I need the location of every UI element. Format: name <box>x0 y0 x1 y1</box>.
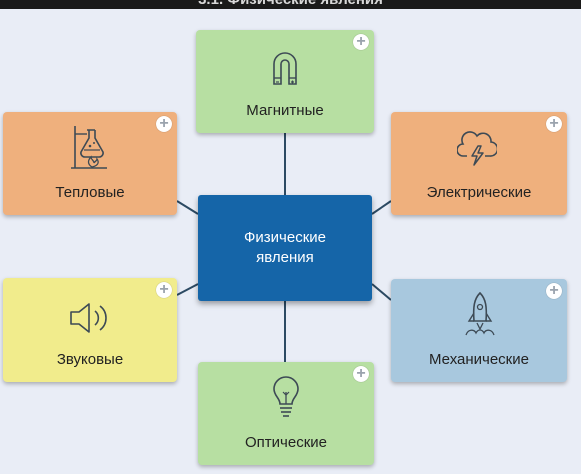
central-node-label: Физические явления <box>244 229 326 266</box>
magnet-icon <box>273 52 297 85</box>
page-title: 3.1. Физические явления <box>0 0 581 9</box>
speaker-icon <box>70 303 107 333</box>
node-label: Тепловые <box>55 184 125 201</box>
node-label: Электрические <box>426 184 532 201</box>
node-electric[interactable]: + Электрические <box>391 112 567 215</box>
lightbulb-icon <box>273 376 299 417</box>
expand-plus-icon[interactable]: + <box>546 283 562 299</box>
node-mechanical[interactable]: + Механические <box>391 279 567 382</box>
node-sound[interactable]: + Звуковые <box>3 278 177 382</box>
expand-plus-icon[interactable]: + <box>546 116 562 132</box>
expand-plus-icon[interactable]: + <box>156 116 172 132</box>
node-label: Механические <box>429 351 529 368</box>
node-label: Звуковые <box>56 351 124 368</box>
flask-flame-icon <box>71 126 107 169</box>
rocket-icon <box>465 291 495 336</box>
connector-mechanical <box>371 283 392 301</box>
page-header: 3.1. Физические явления <box>0 0 581 9</box>
connector-thermal <box>176 200 199 215</box>
cloud-lightning-icon <box>457 131 497 166</box>
node-label: Оптические <box>245 434 327 451</box>
connector-electric <box>371 200 392 215</box>
node-magnetic[interactable]: + Магнитные <box>196 30 374 133</box>
expand-plus-icon[interactable]: + <box>353 366 369 382</box>
expand-plus-icon[interactable]: + <box>156 282 172 298</box>
central-node[interactable]: Физические явления <box>198 195 372 301</box>
node-label: Магнитные <box>246 102 324 119</box>
expand-plus-icon[interactable]: + <box>353 34 369 50</box>
node-thermal[interactable]: + Тепловые <box>3 112 177 215</box>
node-optical[interactable]: + Оптические <box>198 362 374 465</box>
connector-sound <box>176 283 199 296</box>
